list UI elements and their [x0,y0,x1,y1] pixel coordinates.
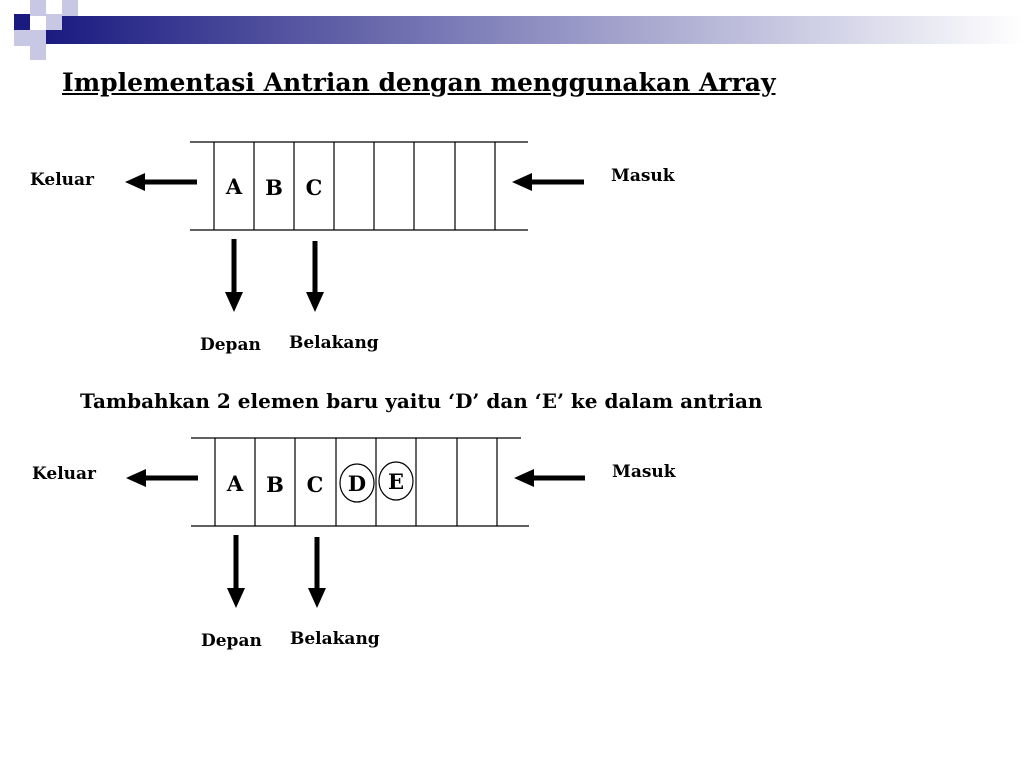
instruction-text: Tambahkan 2 elemen baru yaitu ‘D’ dan ‘E… [80,389,763,413]
entry-label: Masuk [612,462,676,482]
entry-arrow-icon [514,469,585,487]
queue-cell: C [305,175,323,200]
rear-label: Belakang [290,629,380,649]
rear-label: Belakang [289,333,379,353]
header-decoration [14,0,1024,60]
front-label: Depan [201,631,262,651]
queue-cell: B [265,175,283,200]
rear-pointer-arrow-icon [308,537,326,608]
rear-pointer-arrow-icon [306,241,324,312]
front-label: Depan [200,335,261,355]
entry-arrow-icon [512,173,584,191]
exit-arrow-icon [125,173,197,191]
queue-cell: A [225,174,243,199]
front-pointer-arrow-icon [227,535,245,608]
queue-cell: D [347,471,367,496]
highlight-circle [378,461,414,501]
exit-label: Keluar [30,170,95,190]
queue-cell: A [226,471,244,496]
exit-arrow-icon [126,469,198,487]
exit-label: Keluar [32,464,97,484]
queue-cell: C [306,472,324,497]
front-pointer-arrow-icon [225,239,243,312]
entry-label: Masuk [611,166,675,186]
queue-cell: E [387,469,404,494]
queue-cell: B [266,472,284,497]
highlight-circle [339,463,375,503]
slide-title: Implementasi Antrian dengan menggunakan … [62,68,776,97]
